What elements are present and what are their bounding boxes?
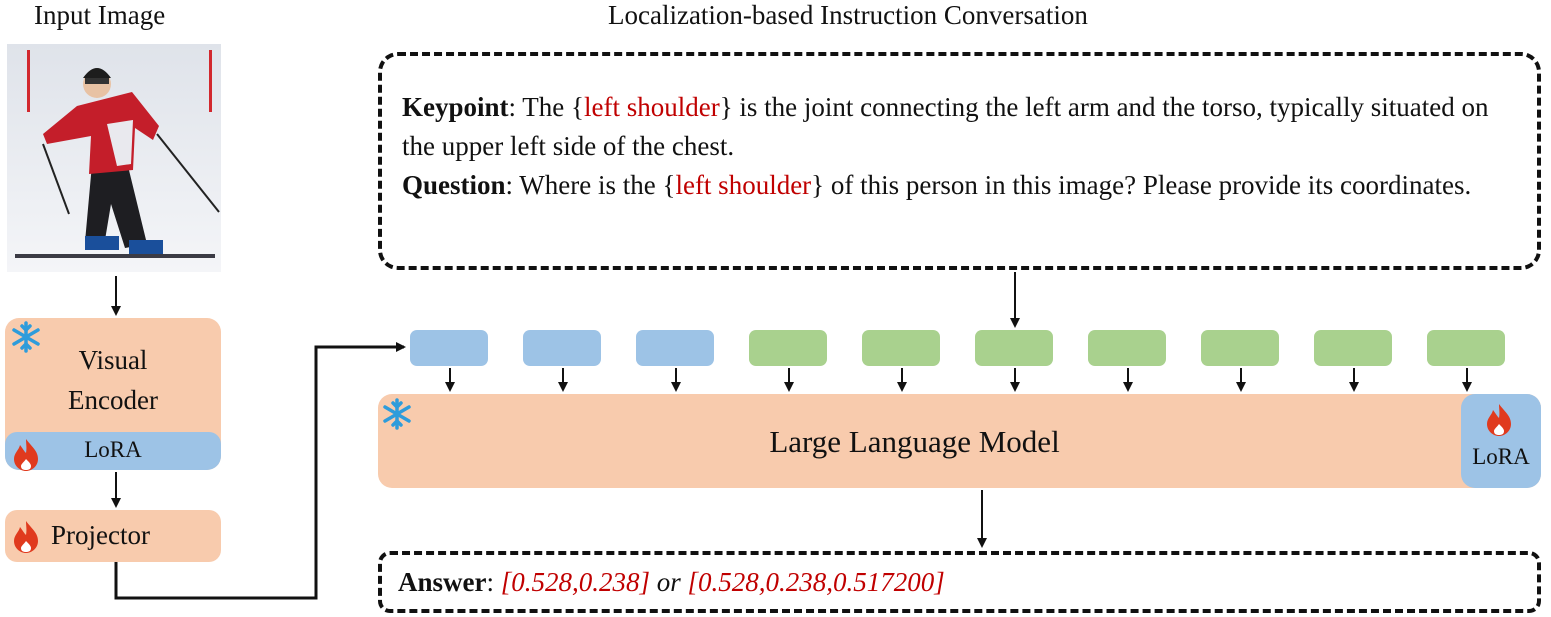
question-brace-close: }	[811, 170, 825, 200]
conversation-title: Localization-based Instruction Conversat…	[608, 0, 1088, 30]
flame-icon	[14, 521, 38, 553]
keypoint-brace-close: }	[719, 92, 733, 122]
text-token	[749, 330, 827, 366]
text-token	[975, 330, 1053, 366]
answer-colon: :	[486, 567, 501, 597]
question-label: Question	[402, 170, 506, 200]
llm-lora-label: LoRA	[1472, 444, 1530, 469]
answer-box: Answer: [0.528,0.238] or [0.528,0.238,0.…	[378, 551, 1541, 613]
text-token	[1088, 330, 1166, 366]
text-token	[1427, 330, 1505, 366]
visual-token	[410, 330, 488, 366]
connector-projector-to-tokens	[114, 342, 406, 600]
visual-encoder-label-line1: Visual	[78, 345, 148, 375]
answer-value-2: [0.528,0.238,0.517200]	[687, 567, 945, 597]
text-token	[1201, 330, 1279, 366]
encoder-lora-label: LoRA	[84, 437, 142, 462]
flame-icon	[14, 439, 38, 471]
keypoint-label: Keypoint	[402, 92, 509, 122]
llm-label: Large Language Model	[769, 424, 1060, 459]
snowflake-icon	[12, 321, 40, 353]
keypoint-name: left shoulder	[583, 92, 720, 122]
keypoint-pre: : The	[508, 92, 572, 122]
answer-text: Answer: [0.528,0.238] or [0.528,0.238,0.…	[398, 567, 945, 598]
instruction-text: Keypoint: The {left shoulder} is the joi…	[402, 88, 1519, 205]
input-image-title: Input Image	[34, 0, 166, 30]
keypoint-brace-open: {	[571, 92, 584, 122]
snowflake-icon	[383, 398, 411, 430]
token-arrows	[445, 368, 1472, 392]
large-language-model: Large Language Model LoRA	[378, 394, 1541, 488]
encoder-lora-band: LoRA	[5, 432, 221, 470]
question-name: left shoulder	[675, 170, 812, 200]
answer-value-1: [0.528,0.238]	[500, 567, 651, 597]
projector-block: Projector	[5, 510, 221, 562]
text-token	[1314, 330, 1392, 366]
answer-or: or	[650, 567, 688, 597]
visual-encoder-label-line2: Encoder	[68, 385, 158, 415]
visual-token	[523, 330, 601, 366]
input-photo	[7, 44, 221, 272]
keypoint-post: is the joint connecting the left arm and…	[402, 92, 1489, 161]
visual-encoder: Visual Encoder LoRA	[5, 318, 221, 470]
question-brace-open: {	[662, 170, 676, 200]
text-token	[862, 330, 940, 366]
llm-lora-block: LoRA	[1461, 394, 1541, 488]
instruction-box: Keypoint: The {left shoulder} is the joi…	[378, 52, 1541, 270]
question-pre: : Where is the	[505, 170, 663, 200]
flame-icon	[1487, 404, 1511, 436]
answer-label: Answer	[398, 567, 487, 597]
projector-label: Projector	[51, 520, 150, 550]
visual-token	[636, 330, 714, 366]
question-post: of this person in this image? Please pro…	[824, 170, 1472, 200]
